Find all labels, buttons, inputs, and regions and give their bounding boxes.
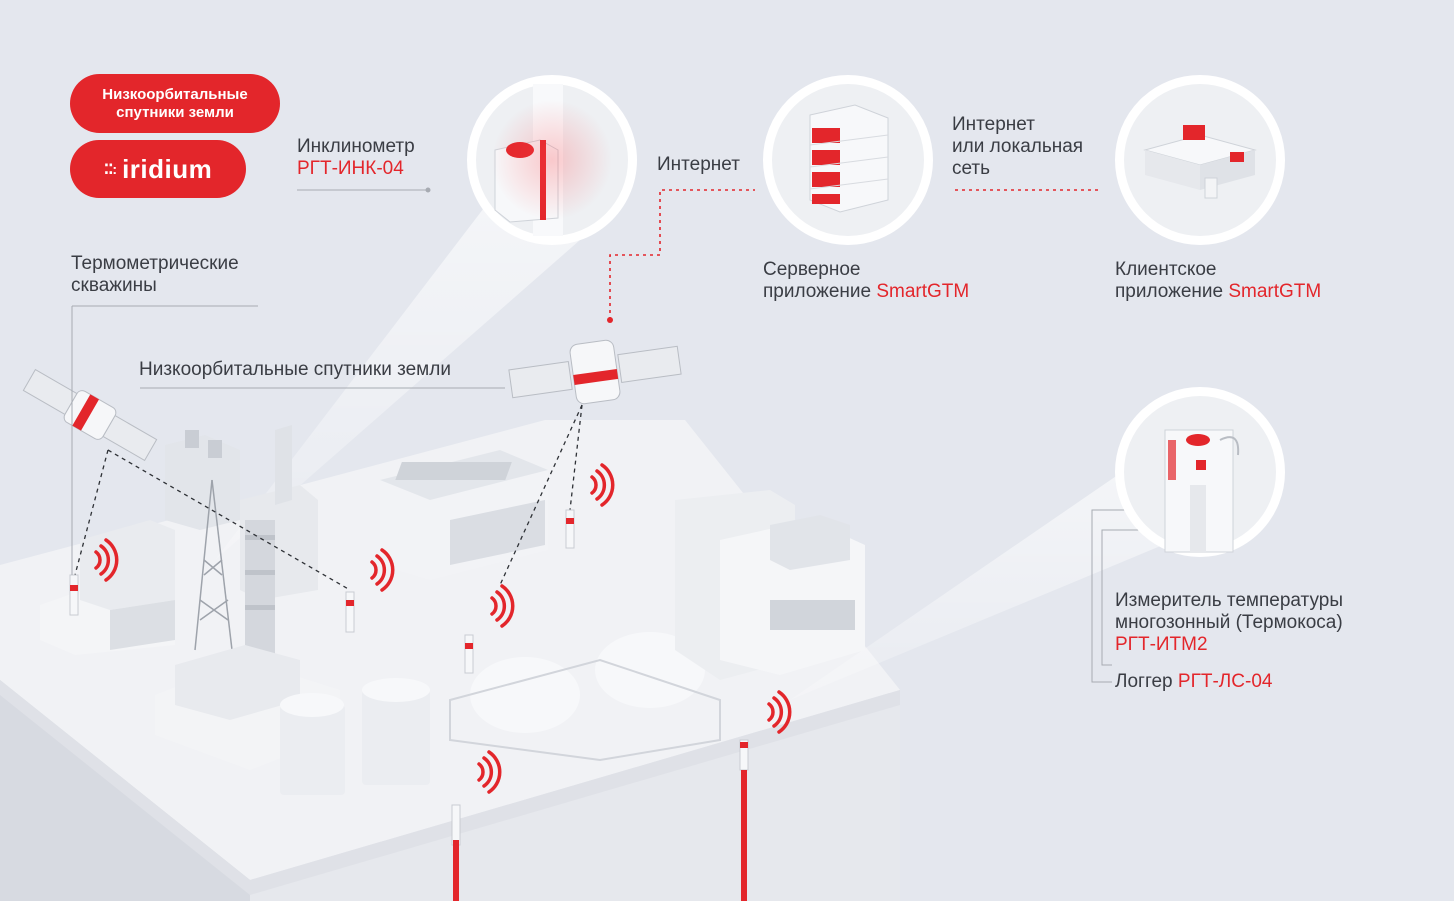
- server-app-line2: приложение: [763, 281, 872, 302]
- sensor-posts: [69, 509, 749, 901]
- lattice-mast: [194, 479, 233, 651]
- stack-tower: [245, 520, 275, 660]
- server-app-line1: Серверное: [763, 259, 861, 280]
- satellite-links: [74, 404, 583, 591]
- satellite-icon: [22, 368, 158, 462]
- thermo-wells-label: Термометрические скважины: [71, 253, 239, 297]
- internet-link-red: [609, 189, 755, 320]
- internet-local-label: Интернет или локальная сеть: [952, 114, 1083, 180]
- thermo-meter-label: Измеритель температуры многозонный (Терм…: [1115, 590, 1343, 656]
- client-app-line1: Клиентское: [1115, 259, 1217, 280]
- internet-local-line2: или локальная: [952, 136, 1084, 157]
- beam-thermo-meter: [790, 470, 1175, 700]
- leo-badge-line1: Низкоорбитальные: [102, 85, 248, 103]
- server-icon: [763, 75, 933, 245]
- wifi-signal-icon: [94, 463, 792, 794]
- iridium-badge: ⁚⁚: iridium: [70, 140, 246, 198]
- internet-link-dot: [607, 317, 613, 323]
- logger-label: Логгер РГТ-ЛС-04: [1115, 671, 1272, 693]
- inclinometer-circle: [467, 75, 637, 245]
- client-app-label: Клиентское приложение SmartGTM: [1115, 259, 1321, 303]
- server-app-product: SmartGTM: [876, 281, 970, 302]
- thermo-wells-line1: Термометрические: [71, 253, 239, 274]
- leo-badge-line2: спутники земли: [116, 103, 234, 121]
- internet-local-line3: сеть: [952, 158, 991, 179]
- thermo-meter-model: РГТ-ИТМ2: [1115, 634, 1208, 655]
- inclinometer-title: Инклинометр: [297, 136, 415, 157]
- client-app-line2: приложение: [1115, 281, 1224, 302]
- inclinometer-label: Инклинометр РГТ-ИНК-04: [297, 136, 415, 180]
- logger-title: Логгер: [1115, 671, 1173, 692]
- thermo-meter-line1: Измеритель температуры: [1115, 590, 1343, 611]
- beam-inclinometer: [215, 200, 580, 560]
- server-app-label: Серверное приложение SmartGTM: [763, 259, 969, 303]
- thermo-wells-line2: скважины: [71, 275, 157, 296]
- building-center: [380, 450, 548, 580]
- internet-label: Интернет: [657, 154, 740, 175]
- client-app-product: SmartGTM: [1228, 281, 1322, 302]
- iridium-dots-icon: ⁚⁚:: [103, 161, 117, 177]
- satellite-icon-2: [508, 339, 682, 405]
- logger-model: РГТ-ЛС-04: [1177, 671, 1273, 692]
- iridium-logo-text: iridium: [122, 153, 213, 184]
- thermo-meter-line2: многозонный (Термокоса): [1115, 612, 1343, 633]
- leo-satellites-label: Низкоорбитальные спутники земли: [139, 359, 451, 380]
- factory-left: [40, 425, 318, 655]
- internet-local-line1: Интернет: [952, 114, 1035, 135]
- leo-satellites-badge: Низкоорбитальные спутники земли: [70, 74, 280, 133]
- office-building: [675, 490, 865, 680]
- storage-tanks: [280, 678, 430, 795]
- thermo-meter-circle: [1115, 387, 1285, 557]
- inclinometer-model: РГТ-ИНК-04: [297, 158, 404, 179]
- workstation-icon: [1115, 75, 1285, 245]
